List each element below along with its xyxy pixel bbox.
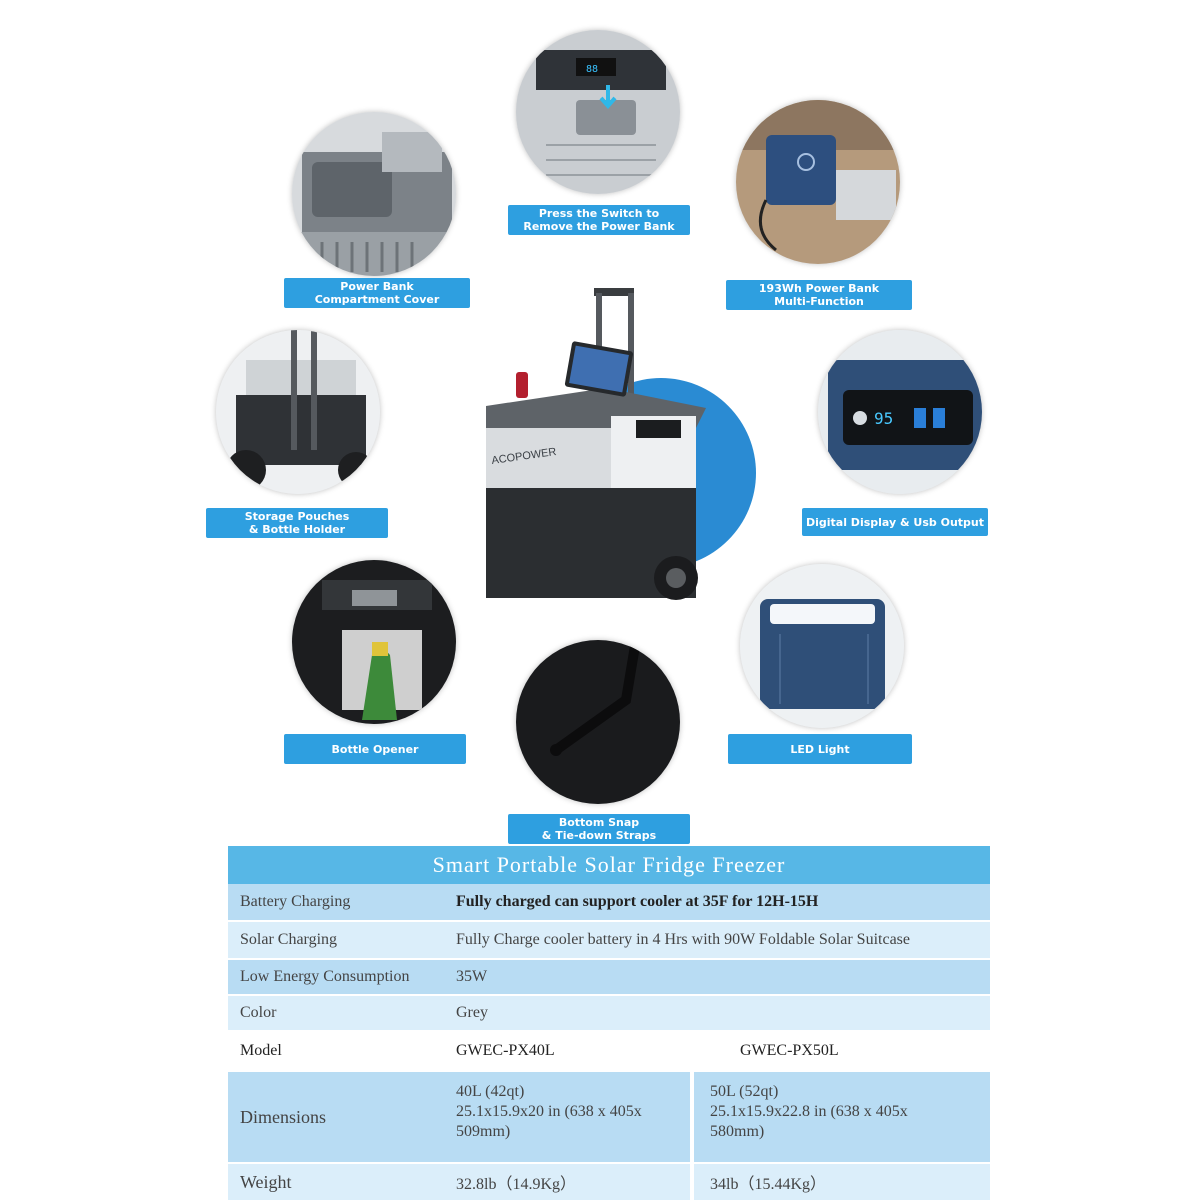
row-label: Dimensions [240, 1106, 327, 1127]
weight-40l: 32.8lb（14.9Kg） [456, 1176, 577, 1193]
dimensions-50l: 50L (52qt) 25.1x15.9x22.8 in (638 x 405x… [698, 1072, 978, 1162]
size-40l: 25.1x15.9x20 in (638 x 405x [456, 1103, 642, 1120]
size-mm-50l: 580mm) [710, 1123, 765, 1140]
power-bank-label: 193Wh Power Bank Multi-Function [726, 280, 912, 310]
row-label: Color [240, 1004, 277, 1021]
size-mm-40l: 509mm) [456, 1123, 511, 1140]
table-row-model: Model GWEC-PX40L GWEC-PX50L [228, 1032, 990, 1070]
table-row-weight: Weight 32.8lb（14.9Kg） 34lb（15.44Kg） [228, 1164, 990, 1200]
column-divider [690, 1164, 694, 1200]
digital-display-label: Digital Display & Usb Output [802, 508, 988, 536]
dimensions-40l: 40L (42qt) 25.1x15.9x20 in (638 x 405x 5… [444, 1072, 688, 1162]
row-label: Battery Charging [240, 893, 351, 910]
row-value: 35W [456, 968, 488, 985]
model-40l: GWEC-PX40L [456, 1042, 555, 1059]
table-row-color: Color Grey [228, 996, 990, 1030]
row-value: Fully Charge cooler battery in 4 Hrs wit… [456, 931, 910, 948]
power-bank-cover-label: Power Bank Compartment Cover [284, 278, 470, 308]
power-bank-cover-image [292, 112, 456, 276]
column-divider [690, 1072, 694, 1162]
cooler-product-image: ACOPOWER [486, 288, 706, 600]
table-row-energy: Low Energy Consumption 35W [228, 960, 990, 994]
bottle-opener-label: Bottle Opener [284, 734, 466, 764]
digital-display-image: 95 [818, 330, 982, 494]
press-switch-image: 88 [516, 30, 680, 194]
led-light-label: LED Light [728, 734, 912, 764]
power-bank-image [736, 100, 900, 264]
storage-pouches-image [216, 330, 380, 494]
storage-pouches-label: Storage Pouches & Bottle Holder [206, 508, 388, 538]
spec-table-title: Smart Portable Solar Fridge Freezer [228, 846, 990, 884]
capacity-40l: 40L (42qt) [456, 1083, 525, 1100]
row-value: Fully charged can support cooler at 35F … [456, 893, 819, 910]
row-value: Grey [456, 1004, 488, 1021]
svg-text:88: 88 [586, 64, 598, 75]
row-label: Weight [240, 1171, 292, 1192]
spec-table: Smart Portable Solar Fridge Freezer Batt… [228, 846, 990, 1200]
row-label: Model [240, 1042, 282, 1059]
table-row-dimensions: Dimensions 40L (42qt) 25.1x15.9x20 in (6… [228, 1072, 990, 1162]
table-row-battery: Battery Charging Fully charged can suppo… [228, 884, 990, 920]
press-switch-label: Press the Switch to Remove the Power Ban… [508, 205, 690, 235]
bottom-snap-image [516, 640, 680, 804]
bottom-snap-label: Bottom Snap & Tie-down Straps [508, 814, 690, 844]
led-light-image [740, 564, 904, 728]
row-label: Low Energy Consumption [240, 968, 410, 985]
display-readout: 95 [874, 409, 893, 428]
capacity-50l: 50L (52qt) [710, 1083, 779, 1100]
table-row-solar: Solar Charging Fully Charge cooler batte… [228, 922, 990, 958]
size-50l: 25.1x15.9x22.8 in (638 x 405x [710, 1103, 908, 1120]
weight-50l: 34lb（15.44Kg） [710, 1176, 827, 1193]
bottle-opener-image [292, 560, 456, 724]
model-50l: GWEC-PX50L [740, 1042, 839, 1059]
row-label: Solar Charging [240, 931, 338, 948]
